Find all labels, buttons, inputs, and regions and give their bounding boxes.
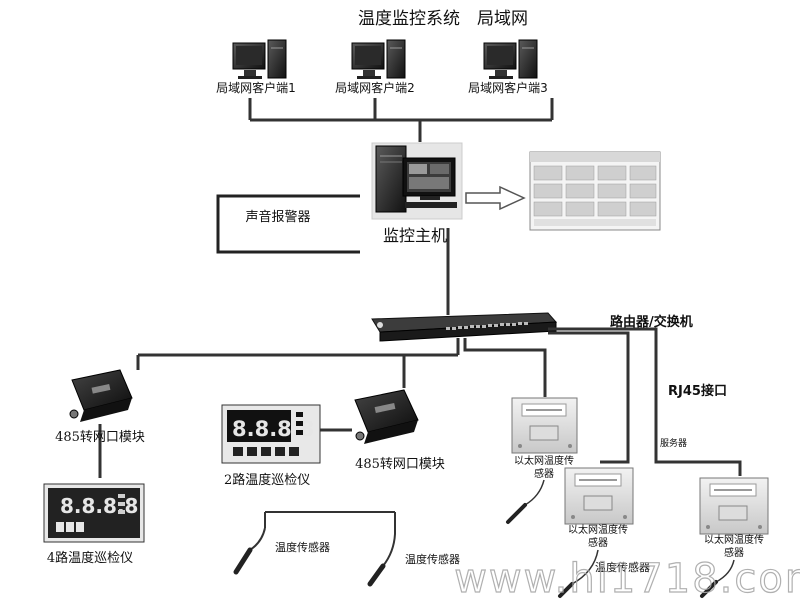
eth-sensor-2-label-line1: 以太网温度传 [568,523,628,536]
rj45-label: RJ45接口 [668,383,727,399]
software-screen [529,151,661,231]
eth-sensor-3-label-line2: 感器 [724,546,744,559]
monitor-host-label: 监控主机 [383,226,447,245]
eth-sensor-3-probe [700,580,718,598]
eth-sensor-1-label-line1: 以太网温度传 [514,454,574,467]
inspector-4ch-display: 8.8.8.8 [60,494,138,518]
eth-sensor-3-label-line1: 以太网温度传 [704,533,764,546]
lan-bus [248,98,554,142]
module-485-left-label: 485转网口模块 [55,430,145,445]
eth-sensor-2-label-line2: 感器 [588,536,608,549]
inspector-2ch-label: 2路温度巡检仪 [224,472,310,488]
server-label: 服务器 [660,437,687,449]
inspector-4ch: 8.8.8.8 [43,483,145,543]
monitor-host-pc [371,142,463,220]
diagram-title: 温度监控系统 局域网 [358,9,528,29]
sensor-bracket-mid [249,511,396,567]
eth-sensor-2-cable [571,549,599,585]
eth-sensor-1-cable [524,479,545,506]
router-label: 路由器/交换机 [610,314,693,330]
inspector-2ch: 8.8.8.8 [221,404,321,464]
eth-sensor-1-label-line2: 感器 [534,467,554,480]
eth-sensor-1 [511,397,578,454]
temp-probe-mid-2 [367,563,386,587]
eth-sensor-1-probe [506,503,527,524]
router-switch [371,312,558,342]
eth-sensor-2-probe [558,582,574,598]
module-485-mid [354,389,419,444]
inspector-4ch-label: 4路温度巡检仪 [47,550,133,566]
eth-sensor-probe-label: 温度传感器 [595,560,650,574]
client-label-1: 局域网客户端1 [216,80,296,95]
display-arrow [465,185,526,211]
client-label-2: 局域网客户端2 [335,80,415,95]
watermark: www.hi1718.com [454,556,800,600]
eth-sensor-3-cable [715,559,735,583]
eth-sensor-2 [564,467,634,525]
module-485-mid-label: 485转网口模块 [355,457,445,472]
network-cables [98,327,742,478]
temp-sensor-label-1: 温度传感器 [275,540,330,554]
client-pc-2 [351,39,406,79]
temp-sensor-label-2: 温度传感器 [405,552,460,566]
inspector-2ch-display: 8.8.8.8 [232,417,314,441]
client-label-3: 局域网客户端3 [468,80,548,95]
temp-probe-mid-1 [233,547,253,575]
client-pc-1 [232,39,287,79]
alarm-connector [216,194,360,254]
client-pc-3 [483,39,538,79]
sound-alarm-label: 声音报警器 [245,209,310,225]
eth-sensor-3 [699,477,769,535]
module-485-left [69,369,133,422]
